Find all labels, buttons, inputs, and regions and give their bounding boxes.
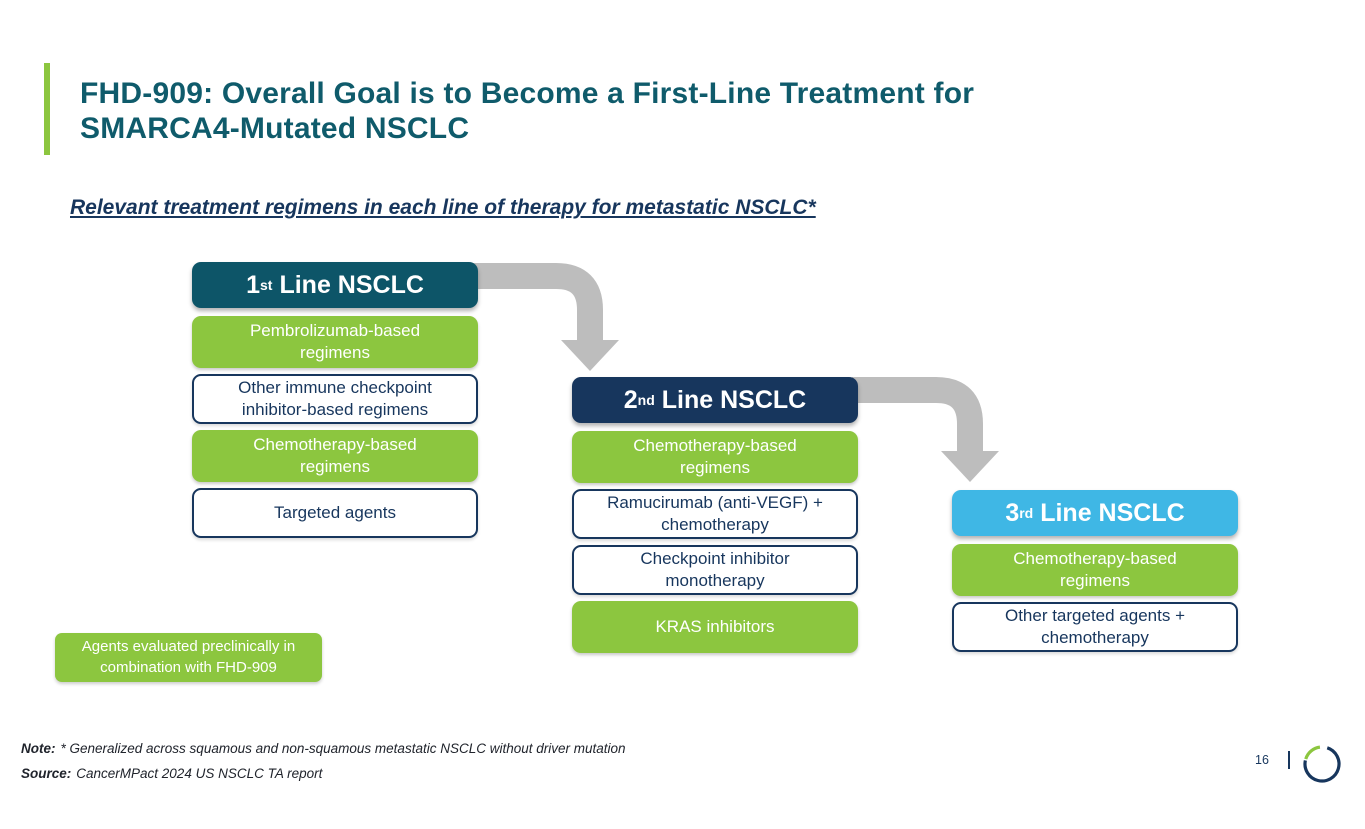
header-number: 1 xyxy=(246,270,260,299)
footnote-label: Note: xyxy=(21,741,56,756)
arrow-1st-to-2nd-line xyxy=(470,263,619,371)
page-title-line1: FHD-909: Overall Goal is to Become a Fir… xyxy=(80,77,975,110)
treatment-box-chemotherapy-regimens-1l: Chemotherapy-based regimens xyxy=(192,430,478,482)
treatment-box-chemotherapy-regimens-3l: Chemotherapy-based regimens xyxy=(952,544,1238,596)
treatment-box-other-checkpoint-regimens: Other immune checkpoint inhibitor-based … xyxy=(192,374,478,424)
source-label: Source: xyxy=(21,766,72,781)
footer-divider xyxy=(1288,751,1290,769)
title-accent-bar xyxy=(44,63,50,155)
treatment-box-pembrolizumab-regimens: Pembrolizumab-based regimens xyxy=(192,316,478,368)
legend-box: Agents evaluated preclinically in combin… xyxy=(55,633,322,682)
header-label: Line NSCLC xyxy=(1040,498,1185,527)
source-text: CancerMPact 2024 US NSCLC TA report xyxy=(76,766,323,781)
treatment-box-ramucirumab-chemo: Ramucirumab (anti-VEGF) + chemotherapy xyxy=(572,489,858,539)
page-number: 16 xyxy=(1255,753,1269,767)
company-ring-logo-icon xyxy=(1303,745,1341,783)
treatment-box-chemotherapy-regimens-2l: Chemotherapy-based regimens xyxy=(572,431,858,483)
treatment-box-checkpoint-monotherapy: Checkpoint inhibitor monotherapy xyxy=(572,545,858,595)
source-line: Source: CancerMPact 2024 US NSCLC TA repo… xyxy=(21,766,322,781)
footnote: Note: * Generalized across squamous and n… xyxy=(21,741,626,756)
footnote-text: * Generalized across squamous and non-sq… xyxy=(60,741,626,756)
header-number: 3 xyxy=(1005,498,1020,527)
header-number: 2 xyxy=(623,385,638,414)
page-title-line2: SMARCA4-Mutated NSCLC xyxy=(80,112,470,146)
treatment-box-kras-inhibitors: KRAS inhibitors xyxy=(572,601,858,653)
subtitle: Relevant treatment regimens in each line… xyxy=(70,196,816,219)
arrow-2nd-to-3rd-line xyxy=(852,377,999,482)
header-label: Line NSCLC xyxy=(279,270,424,299)
treatment-box-targeted-agents: Targeted agents xyxy=(192,488,478,538)
page-title: FHD-909: Overall Goal is to Become a Fir… xyxy=(80,76,1140,146)
header-label: Line NSCLC xyxy=(661,385,807,414)
treatment-box-other-targeted-chemo: Other targeted agents + chemotherapy xyxy=(952,602,1238,652)
